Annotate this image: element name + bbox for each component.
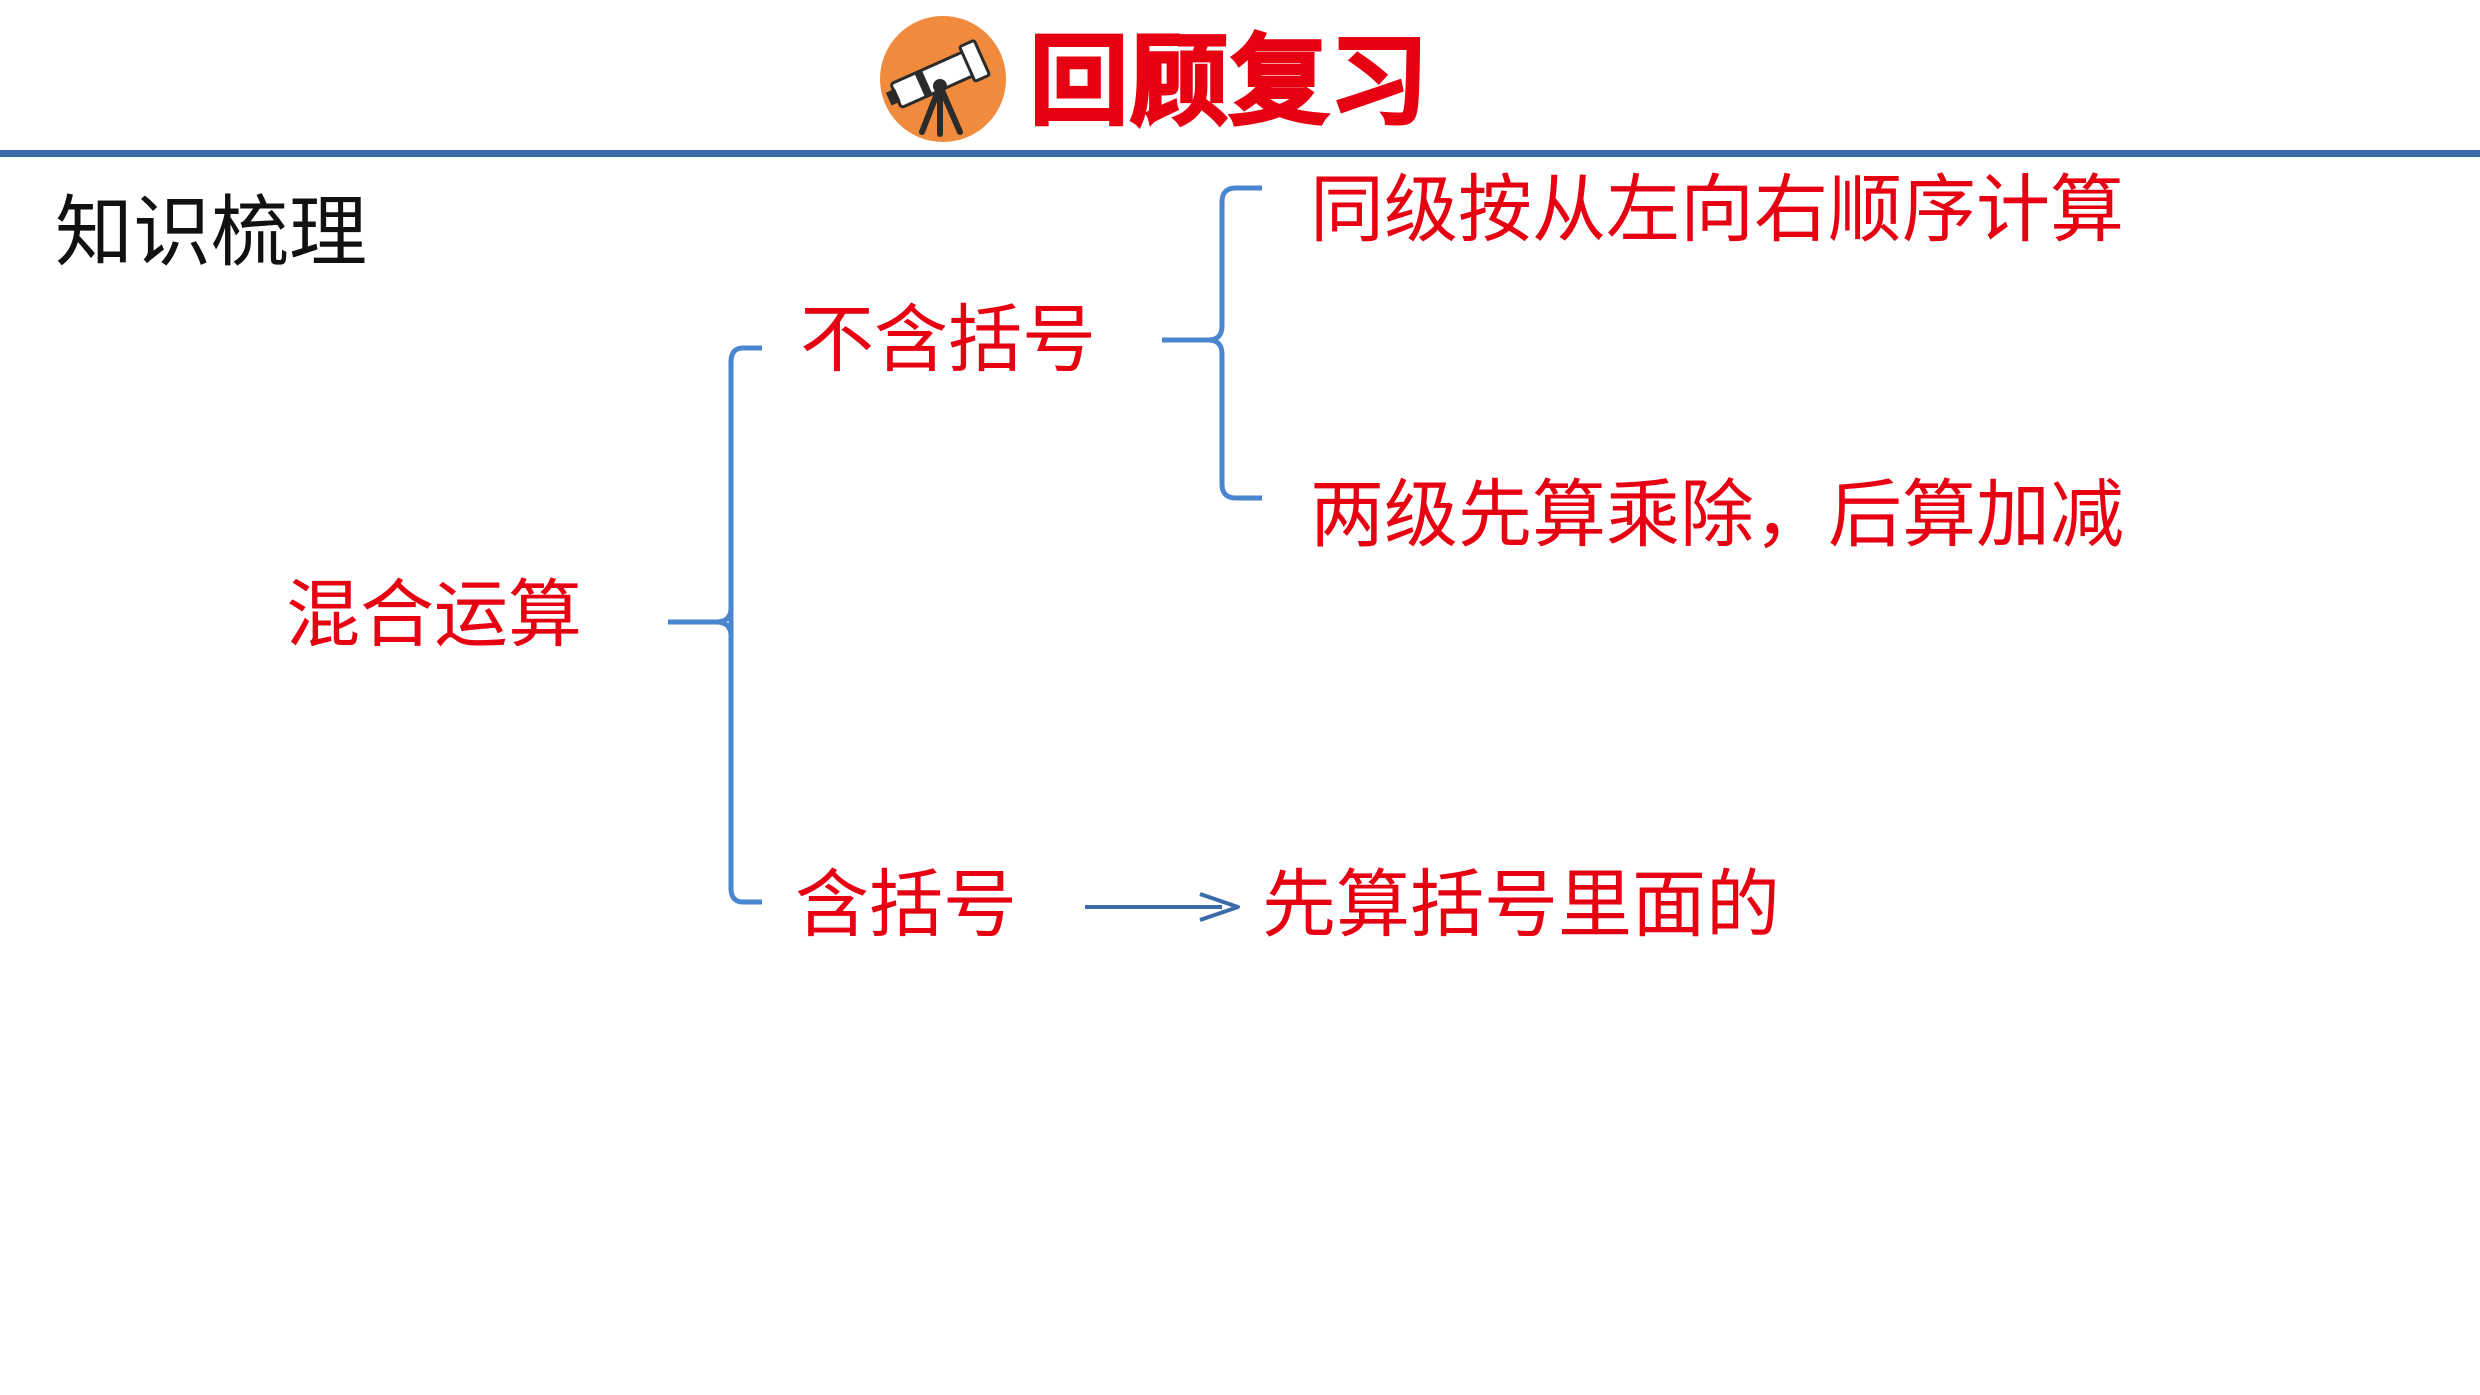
root-node: 混合运算 bbox=[286, 572, 582, 658]
header-divider bbox=[0, 150, 2480, 157]
rule-two-levels: 两级先算乘除，后算加减 bbox=[1310, 472, 2124, 558]
main-bracket-notch bbox=[668, 607, 734, 637]
rule-same-level: 同级按从左向右顺序计算 bbox=[1310, 167, 2124, 253]
main-bracket bbox=[728, 345, 762, 905]
telescope-icon bbox=[878, 14, 1008, 144]
branch-no-parentheses: 不含括号 bbox=[800, 297, 1096, 383]
section-title: 知识梳理 bbox=[55, 188, 368, 278]
arrow-head bbox=[1199, 892, 1240, 922]
sub-bracket bbox=[1207, 185, 1262, 501]
rule-parentheses-first: 先算括号里面的 bbox=[1262, 862, 1780, 948]
header-title: 回顾复习 bbox=[1028, 24, 1431, 141]
root-connector bbox=[668, 607, 731, 620]
branch-with-parentheses: 含括号 bbox=[795, 862, 1017, 948]
